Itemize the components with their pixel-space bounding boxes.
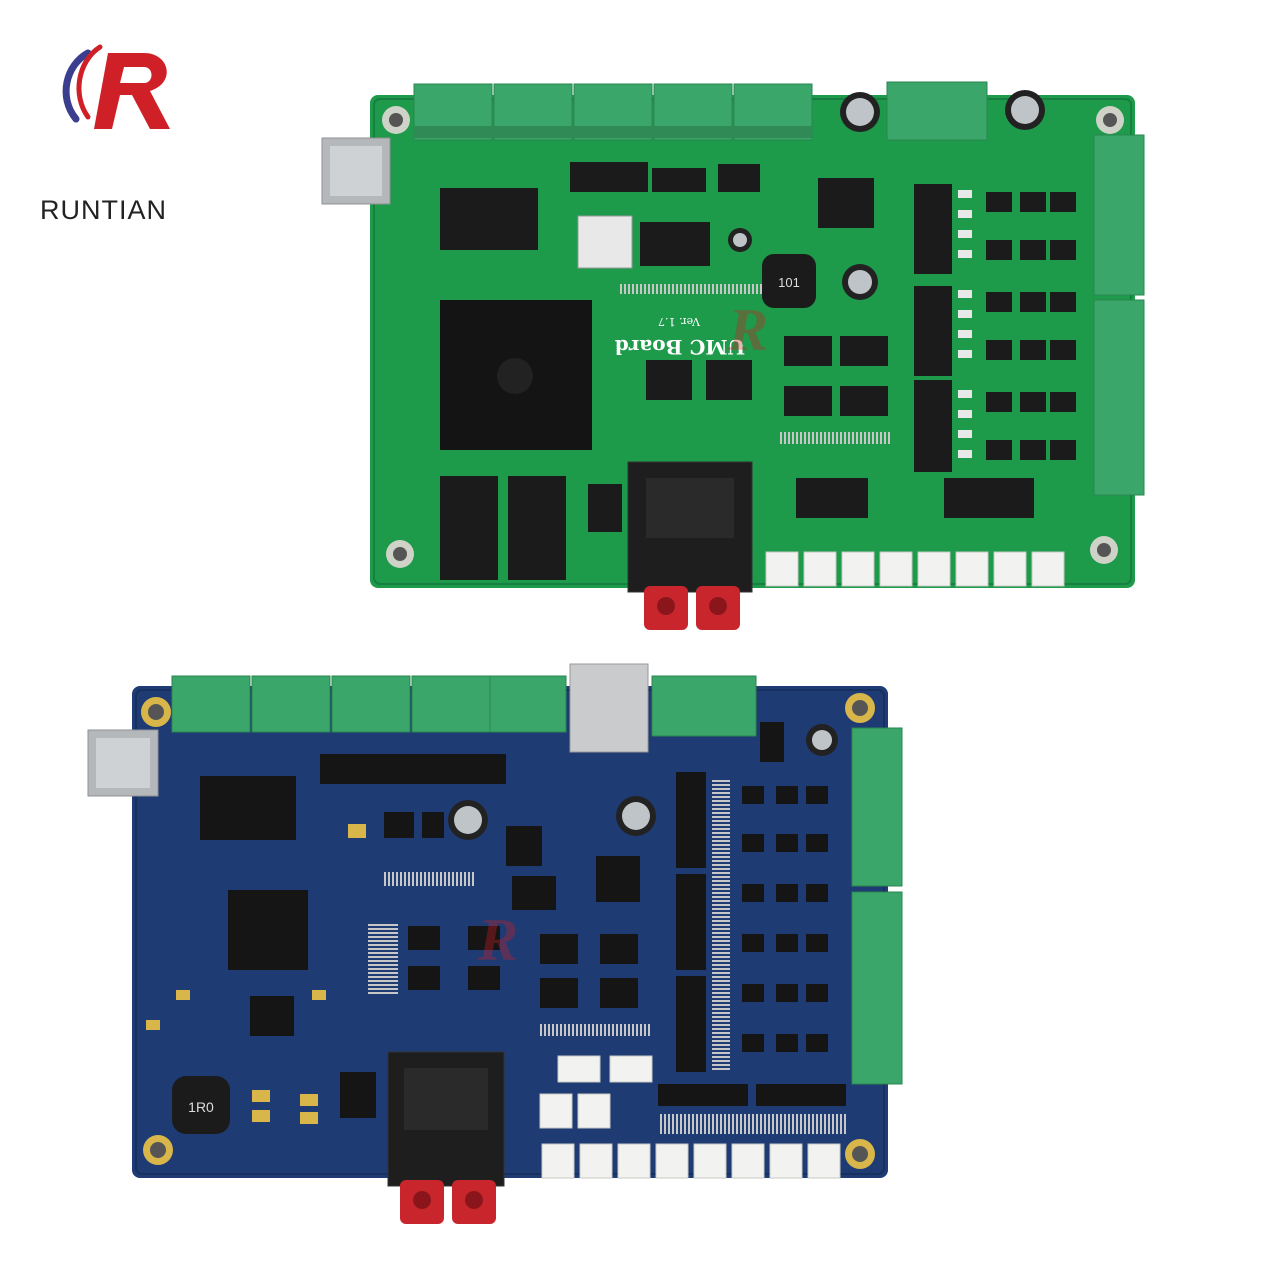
smd-resistors — [620, 190, 972, 458]
power-inductor-blue: 1R0 — [172, 1076, 230, 1134]
usb-controller-chip — [440, 188, 538, 250]
green-control-board: 101 UMC Board Ver. 1.7 — [321, 81, 1145, 630]
board-silkscreen-version: Ver. 1.7 — [658, 315, 701, 328]
electrolytic-capacitors — [728, 90, 1045, 300]
blue-control-board: 1R0 — [87, 663, 903, 1224]
svg-text:1R0: 1R0 — [188, 1099, 214, 1115]
power-inductor: 101 — [762, 254, 816, 308]
driver-transistors — [986, 192, 1076, 460]
tantalum-capacitors — [146, 824, 366, 1124]
board-silkscreen-title: UMC Board — [615, 335, 745, 359]
top-terminal-blocks-blue — [171, 675, 757, 737]
right-terminal-blocks — [1093, 134, 1145, 496]
crystal-oscillator — [577, 215, 633, 269]
svg-text:101: 101 — [778, 275, 800, 290]
main-chip-blue — [228, 890, 308, 970]
svg-text:R: R — [727, 297, 768, 363]
runtian-logo-mark: R — [62, 44, 170, 129]
right-terminal-blocks-blue — [851, 727, 903, 1085]
watermark-logo: R R — [477, 297, 768, 973]
fiber-optic-transceiver-blue — [387, 1051, 505, 1224]
fiber-optic-transceiver — [627, 461, 753, 630]
driver-transistors-blue — [742, 786, 828, 1052]
brand-name: RUNTIAN — [40, 195, 167, 225]
mounting-holes — [382, 106, 1124, 568]
mounting-holes-blue — [141, 693, 875, 1169]
capacitors-blue — [448, 724, 838, 840]
smd-components-blue — [368, 780, 846, 1134]
svg-text:R: R — [477, 907, 518, 973]
runtian-logo: R RUNTIAN — [40, 35, 190, 225]
bottom-jst-connectors — [765, 551, 1065, 587]
top-terminal-blocks — [413, 81, 988, 141]
bottom-jst-connectors-blue — [539, 1055, 841, 1179]
ethernet-port — [569, 663, 649, 753]
